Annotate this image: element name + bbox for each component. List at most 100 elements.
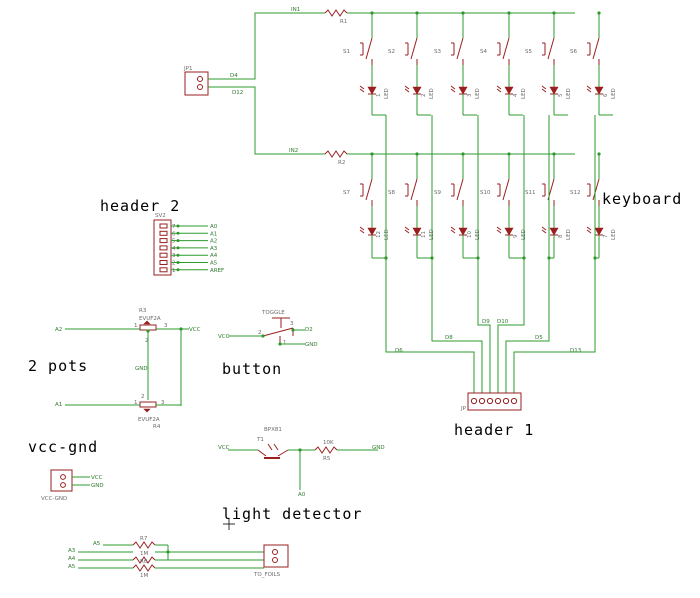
key-switch-label: S11 — [525, 190, 536, 196]
light-t1-name: T1 — [256, 437, 264, 443]
key-switch: S6 — [570, 37, 600, 65]
resistor-r1 — [324, 9, 348, 17]
key-led-label: LED — [566, 88, 572, 99]
pot-r4-value: EVUF2A — [138, 417, 160, 423]
button-label: TOGGLE — [261, 310, 285, 316]
header1-net-3: D10 — [497, 319, 509, 325]
key-led-label: LED — [611, 88, 617, 99]
foils-connector: TO_FOILS — [253, 544, 289, 578]
header2-connector: SV2 — [153, 213, 172, 276]
key-switch-label: S5 — [525, 49, 532, 55]
key-led-number: 1 — [376, 94, 382, 98]
jp1-label: JP1 — [183, 66, 192, 72]
vcc-gnd-vcc: VCC — [91, 475, 103, 481]
resistor-r2-label: R2 — [338, 160, 345, 166]
key-switch: S12 — [570, 178, 600, 206]
key-switch: S9 — [434, 178, 464, 206]
key-led-number: 11 — [421, 231, 427, 238]
key-switch: S5 — [525, 37, 555, 65]
foils-net-0: A5 — [93, 541, 101, 547]
key-led-number: 7 — [603, 234, 609, 238]
header2-pin-number: 6 — [172, 231, 176, 237]
header2-pin-number: 3 — [172, 253, 176, 259]
resistor-r7 — [132, 541, 156, 549]
button-pin3: 3 — [290, 321, 294, 327]
vcc-gnd-connector: VCC-GND — [41, 469, 73, 502]
pot-r4-pin2: 2 — [141, 394, 145, 400]
header1-net-4: D5 — [535, 335, 543, 341]
jumper-jp1: JP1 D4 D12 — [183, 66, 243, 96]
key-switch: S8 — [388, 178, 418, 206]
vcc-gnd-gnd: GND — [91, 483, 104, 489]
header1-connector: JP — [460, 392, 522, 412]
pot-r4-pin1: 1 — [134, 400, 138, 406]
key-led-label: LED — [521, 88, 527, 99]
phototransistor-t1: T1 BPX81 — [256, 427, 289, 459]
button-pin1: 1 — [283, 340, 287, 346]
header2-net: A3 — [210, 246, 218, 252]
pot-r4-pin3: 3 — [161, 400, 165, 406]
foils-net-1: A3 — [68, 548, 76, 554]
header1-net-2: D9 — [482, 319, 490, 325]
header2-net: AREF — [210, 268, 224, 274]
header2-pin-number: 1 — [172, 268, 176, 274]
key-switch: S3 — [434, 37, 464, 65]
key-switch-label: S2 — [388, 49, 395, 55]
key-led-number: 8 — [558, 234, 564, 238]
key-switch: S7 — [343, 178, 373, 206]
key-switch-label: S7 — [343, 190, 350, 196]
net-in2: IN2 — [289, 148, 298, 154]
resistor-r6 — [132, 564, 156, 572]
key-switch-label: S8 — [388, 190, 395, 196]
key-led-number: 3 — [467, 93, 473, 97]
key-led-label: LED — [429, 88, 435, 99]
header2-pin-number: 7 — [172, 224, 176, 230]
vcc-gnd-title: vcc-gnd — [28, 438, 98, 456]
pot-r4-name: R4 — [153, 424, 161, 430]
key-switch: S10 — [480, 178, 510, 206]
header2-name: SV2 — [155, 213, 166, 219]
key-led-number: 9 — [513, 234, 519, 238]
keyboard-title: keyboard — [602, 190, 682, 208]
key-switch-label: S1 — [343, 49, 350, 55]
pot-r3-name: R3 — [139, 308, 147, 314]
button-pin2: 2 — [258, 330, 262, 336]
key-led-label: LED — [384, 229, 390, 240]
key-led-label: LED — [566, 229, 572, 240]
key-switch: S1 — [343, 37, 373, 65]
jp1-net-d4: D4 — [230, 73, 238, 79]
light-r5-name: R5 — [323, 456, 331, 462]
header2-pin-number: 2 — [172, 261, 176, 267]
foils-net-3: A5 — [68, 564, 76, 570]
key-switch: S11 — [525, 178, 555, 206]
pot-r3-pin3: 3 — [164, 323, 168, 329]
key-led-label: LED — [384, 88, 390, 99]
key-switch-label: S10 — [480, 190, 491, 196]
foils-r7-name: R7 — [140, 536, 148, 542]
button-net-out: D2 — [305, 327, 313, 333]
key-switch-label: S6 — [570, 49, 577, 55]
key-led-number: 10 — [467, 231, 473, 238]
resistor-r1-label: R1 — [340, 19, 347, 25]
resistor-r8 — [132, 556, 156, 564]
key-led-number: 6 — [603, 93, 609, 97]
header1-net-1: D8 — [445, 335, 453, 341]
pot-r3-pin1: 1 — [134, 323, 138, 329]
pots-title: 2 pots — [28, 357, 88, 375]
jp1-net-d12: D12 — [232, 90, 243, 96]
key-switch-label: S9 — [434, 190, 441, 196]
foils-r6-name: R6 — [140, 559, 148, 565]
toggle-switch: TOGGLE 2 3 1 — [258, 310, 294, 346]
header2-net: A0 — [210, 224, 218, 230]
button-title: button — [222, 360, 282, 378]
header2-pin-number: 5 — [172, 239, 176, 245]
header1-net-5: D13 — [570, 348, 582, 354]
button-gnd: GND — [305, 342, 318, 348]
